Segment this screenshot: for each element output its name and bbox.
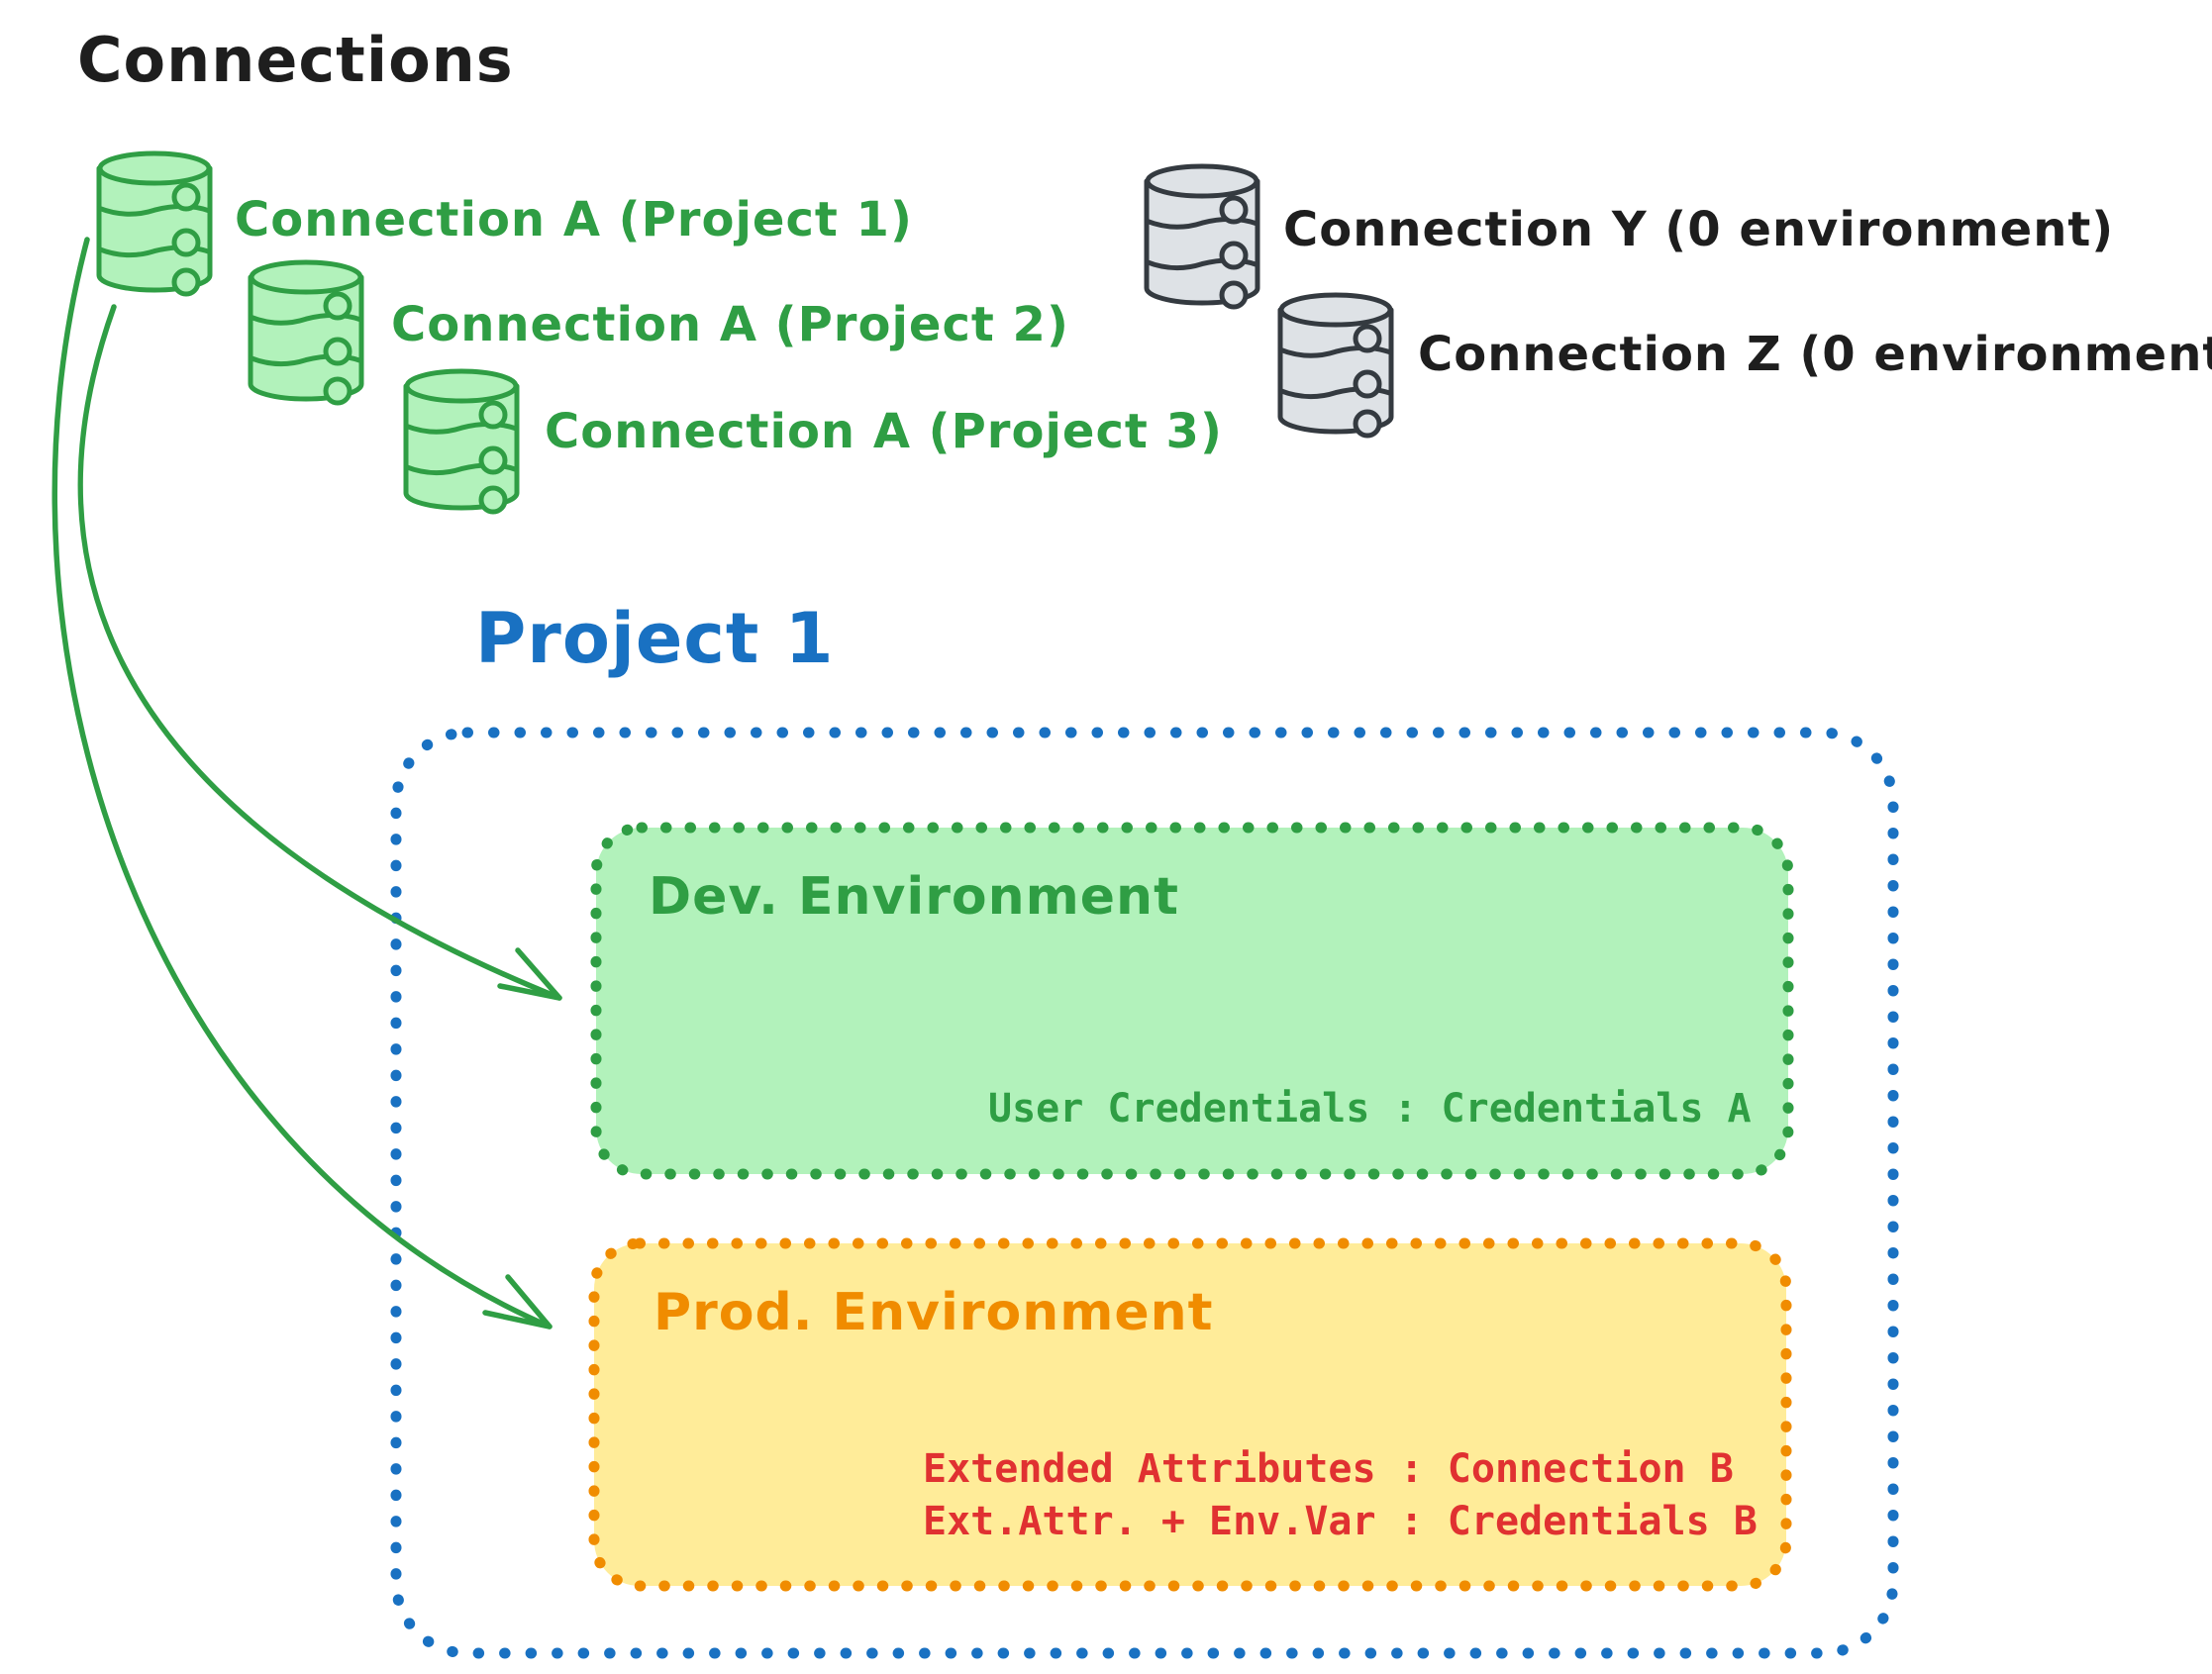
prod-environment-box	[588, 1237, 1792, 1592]
prod-credentials-line-1: Extended Attributes : Connection B	[923, 1446, 1734, 1492]
database-icon	[248, 259, 364, 406]
project-title: Project 1	[475, 598, 835, 679]
arrow-to-dev-head-icon	[497, 947, 562, 1001]
prod-environment-title: Prod. Environment	[654, 1283, 1214, 1342]
connection-label: Connection Y (0 environment)	[1283, 202, 2115, 257]
project-box	[390, 727, 1899, 1659]
dev-environment-box	[590, 822, 1794, 1180]
connection-label: Connection A (Project 3)	[545, 404, 1223, 459]
dev-credentials-line: User Credentials : Credentials A	[988, 1086, 1752, 1132]
connection-label: Connection A (Project 1)	[235, 192, 913, 247]
arrow-to-prod-head-icon	[482, 1274, 553, 1329]
connection-label: Connection Z (0 environment)	[1418, 327, 2212, 382]
database-icon	[1144, 163, 1260, 310]
arrow-to-dev	[77, 304, 562, 1001]
prod-credentials-line-2: Ext.Attr. + Env.Var : Credentials B	[923, 1499, 1758, 1544]
database-icon	[96, 150, 213, 297]
database-icon	[1277, 292, 1394, 439]
database-icon	[403, 368, 520, 515]
connection-label: Connection A (Project 2)	[391, 297, 1069, 352]
arrow-to-prod	[51, 237, 553, 1329]
diagram-title: Connections	[77, 24, 514, 96]
dev-environment-title: Dev. Environment	[649, 867, 1179, 927]
database-icons	[96, 150, 1394, 515]
